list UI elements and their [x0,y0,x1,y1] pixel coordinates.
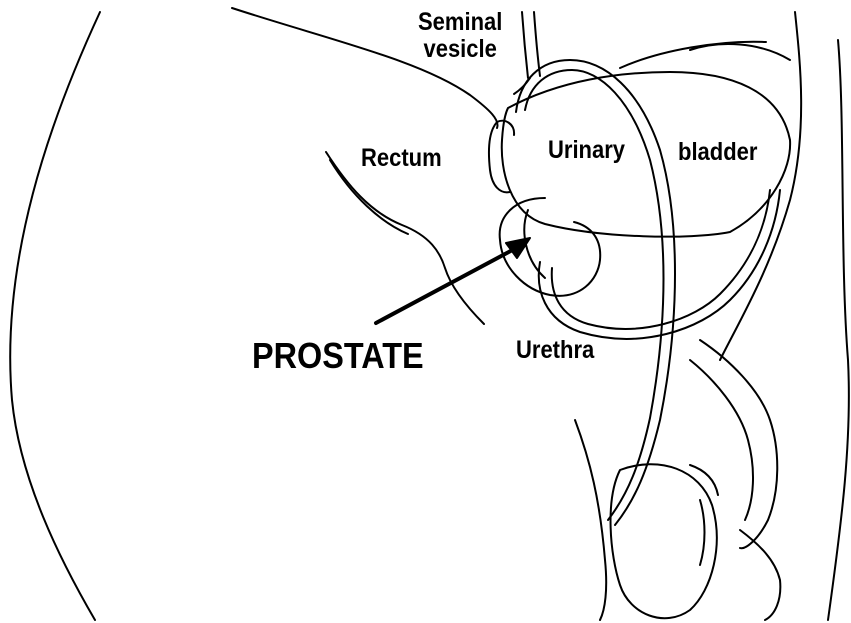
urinary-label: Urinary [548,138,625,163]
seminal-label-line1: Seminal [418,10,502,35]
urethra-label: Urethra [516,338,594,363]
prostate-arrow-head [506,238,530,258]
seminal-label-line2: vesicle [423,37,496,62]
rectum-label: Rectum [361,146,442,171]
prostate-arrow-shaft [376,246,520,323]
seminal-vesicle-label: Seminal vesicle [418,10,502,62]
prostate-label: PROSTATE [252,338,424,374]
bladder-label: bladder [678,140,757,165]
